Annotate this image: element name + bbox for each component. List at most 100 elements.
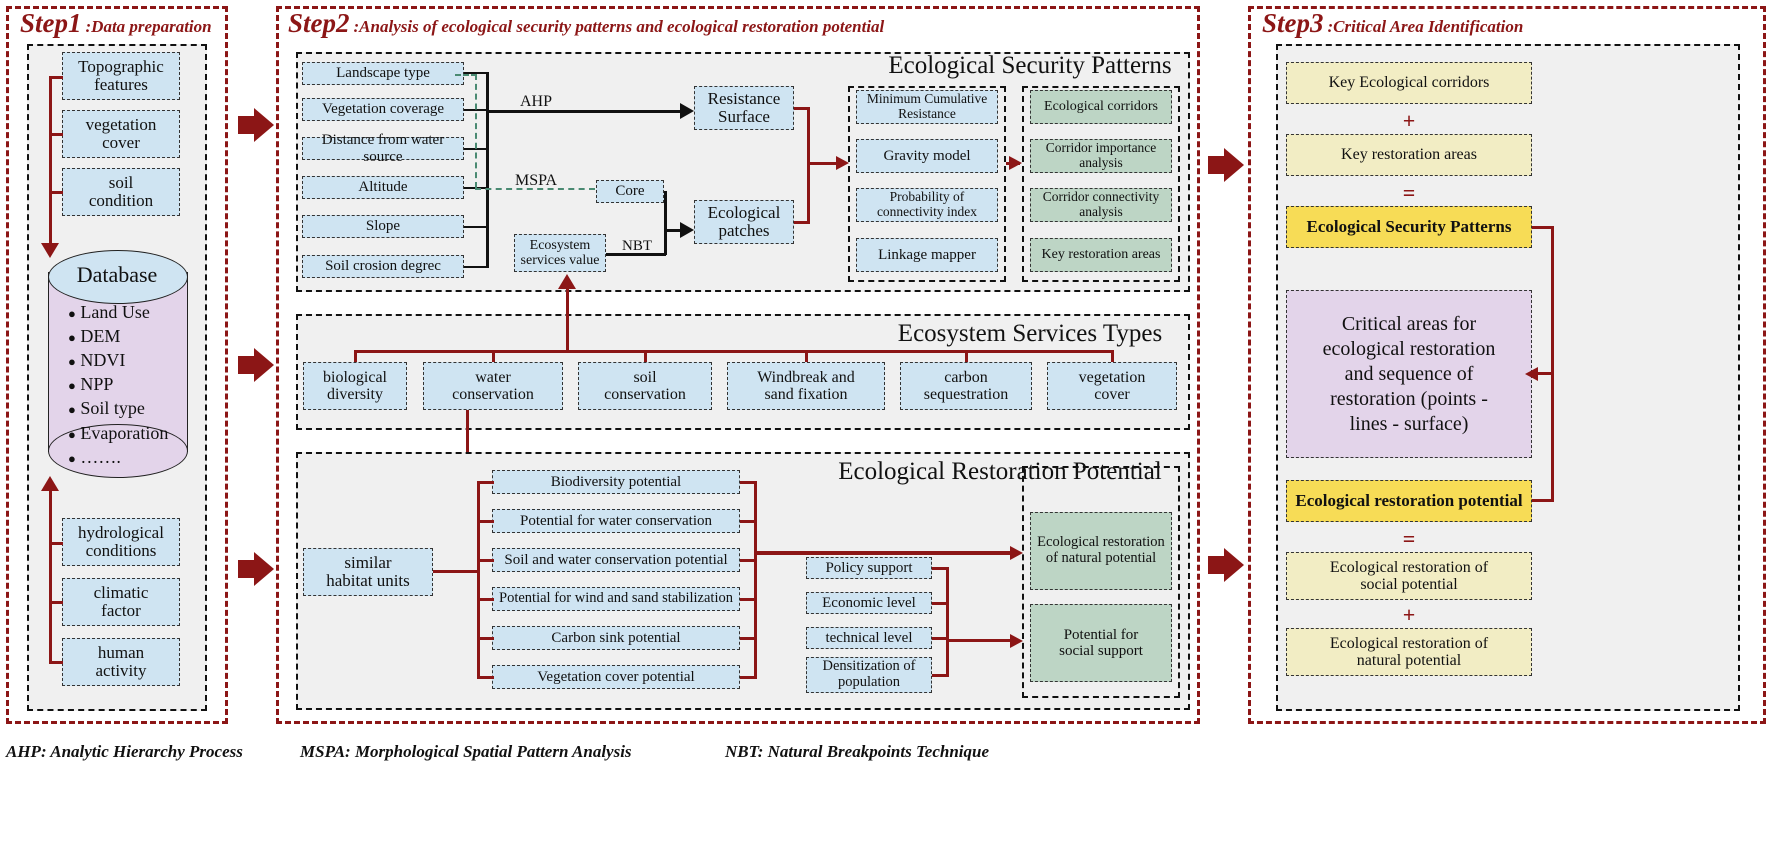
- social-stub-3: [932, 674, 949, 677]
- node-resistance-surface[interactable]: Resistance Surface: [694, 86, 794, 130]
- node-key-restoration-areas[interactable]: Key restoration areas: [1030, 238, 1172, 272]
- node-climatic-factor[interactable]: climatic factor: [62, 578, 180, 626]
- node-carbon-sink-potential[interactable]: Carbon sink potential: [492, 626, 740, 650]
- node-ecological-restoration-natural-potential-step3[interactable]: Ecological restoration of natural potent…: [1286, 628, 1532, 676]
- step3-frame: [1248, 6, 1766, 724]
- node-soil-erosion-degree[interactable]: Soil crosion degrec: [302, 255, 464, 278]
- node-gravity-model[interactable]: Gravity model: [856, 139, 998, 173]
- operator-equals-2: =: [1402, 526, 1416, 551]
- node-water-conservation[interactable]: water conservation: [423, 362, 563, 410]
- node-economic-level[interactable]: Economic level: [806, 592, 932, 614]
- node-vegetation-cover-service[interactable]: vegetation cover: [1047, 362, 1177, 410]
- node-critical-areas[interactable]: Critical areas for ecological restoratio…: [1286, 290, 1532, 458]
- node-potential-social-support[interactable]: Potential for social support: [1030, 604, 1172, 682]
- services-riser-2: [644, 350, 647, 362]
- node-technical-level[interactable]: technical level: [806, 627, 932, 649]
- database-items: ● Land Use ● DEM ● NDVI ● NPP ● Soil typ…: [68, 300, 168, 469]
- services-to-value-arrowhead: [558, 274, 576, 289]
- node-corridor-importance-analysis[interactable]: Corridor importance analysis: [1030, 139, 1172, 173]
- label-ahp: AHP: [520, 93, 553, 110]
- node-ecological-restoration-social-potential[interactable]: Ecological restoration of social potenti…: [1286, 552, 1532, 600]
- node-ecosystem-services-value[interactable]: Ecosystem services value: [514, 234, 606, 272]
- step1-title: Step1 :Data preparation: [20, 8, 212, 39]
- step2-title: Step2 :Analysis of ecological security p…: [288, 8, 884, 39]
- social-stub-2: [932, 637, 949, 640]
- restoration-panel-title: Ecological Restoration Potential: [838, 458, 1162, 485]
- node-key-ecological-corridors[interactable]: Key Ecological corridors: [1286, 62, 1532, 104]
- potentials-right-stub-2: [740, 559, 757, 562]
- operator-plus-2: +: [1402, 602, 1416, 627]
- patch-join: [664, 229, 667, 255]
- critical-areas-arrowhead: [1525, 367, 1538, 381]
- erp-to-critical-stub: [1532, 499, 1554, 502]
- factor-stub-5: [464, 266, 488, 268]
- esp-methods-subpanel: [848, 86, 1006, 282]
- node-linkage-mapper[interactable]: Linkage mapper: [856, 238, 998, 272]
- node-densitization-population[interactable]: Densitization of population: [806, 657, 932, 693]
- potentials-right-stub-4: [740, 637, 757, 640]
- step3-title: Step3 :Critical Area Identification: [1262, 8, 1523, 39]
- node-ecological-restoration-natural-potential[interactable]: Ecological restoration of natural potent…: [1030, 512, 1172, 590]
- node-key-restoration-areas-step3[interactable]: Key restoration areas: [1286, 134, 1532, 176]
- node-carbon-sequestration[interactable]: carbon sequestration: [900, 362, 1032, 410]
- to-ecological-patches: [664, 229, 684, 232]
- node-ecological-corridors[interactable]: Ecological corridors: [1030, 90, 1172, 124]
- node-distance-water-source[interactable]: Distance from water source: [302, 132, 464, 165]
- node-hydrological-conditions[interactable]: hydrological conditions: [62, 518, 180, 566]
- node-vegetation-cover-potential[interactable]: Vegetation cover potential: [492, 665, 740, 689]
- database-cylinder-bottom: [48, 424, 188, 478]
- database-item: ● Land Use: [68, 302, 150, 322]
- node-policy-support[interactable]: Policy support: [806, 557, 932, 579]
- potentials-left-stub-1: [477, 520, 494, 523]
- esp-to-critical-stub: [1532, 226, 1554, 229]
- node-probability-connectivity-index[interactable]: Probability of connectivity index: [856, 188, 998, 222]
- node-soil-condition[interactable]: soil condition: [62, 168, 180, 216]
- node-minimum-cumulative-resistance[interactable]: Minimum Cumulative Resistance: [856, 90, 998, 124]
- node-wind-sand-stabilization-potential[interactable]: Potential for wind and sand stabilizatio…: [492, 587, 740, 611]
- label-nbt: NBT: [622, 238, 652, 254]
- node-windbreak-sand-fixation[interactable]: Windbreak and sand fixation: [727, 362, 885, 410]
- arrowhead-to-database: [41, 243, 59, 258]
- node-soil-water-conservation-potential[interactable]: Soil and water conservation potential: [492, 548, 740, 572]
- footer-mspa: MSPA: Morphological Spatial Pattern Anal…: [300, 742, 632, 761]
- database-title: Database: [76, 262, 158, 287]
- node-slope[interactable]: Slope: [302, 215, 464, 238]
- node-topographic-features[interactable]: Topographic features: [62, 52, 180, 100]
- connector-human-stub: [49, 661, 63, 664]
- esp-merge-from-resistance: [794, 107, 810, 110]
- services-bus-horizontal: [354, 350, 1113, 353]
- node-vegetation-coverage[interactable]: Vegetation coverage: [302, 98, 464, 121]
- connector-topographic-stub: [49, 76, 63, 79]
- social-bus-vertical: [946, 567, 949, 675]
- node-ecological-restoration-potential-step3[interactable]: Ecological restoration potential: [1286, 480, 1532, 522]
- node-potential-water-conservation[interactable]: Potential for water conservation: [492, 509, 740, 533]
- esp-methods-arrowhead: [836, 156, 849, 170]
- footer-ahp: AHP: Analytic Hierarchy Process: [6, 742, 243, 761]
- database-item: ● NDVI: [68, 350, 126, 371]
- ahp-arrowhead: [680, 103, 694, 119]
- node-ecological-patches[interactable]: Ecological patches: [694, 200, 794, 244]
- factor-stub-4: [464, 226, 488, 228]
- node-ecological-security-patterns-step3[interactable]: Ecological Security Patterns: [1286, 206, 1532, 248]
- database-item: ● Soil type: [68, 398, 145, 419]
- node-human-activity[interactable]: human activity: [62, 638, 180, 686]
- node-altitude[interactable]: Altitude: [302, 176, 464, 199]
- operator-equals-1: =: [1402, 180, 1416, 205]
- esp-outputs-subpanel: [1022, 86, 1180, 282]
- database-cylinder-top: [48, 250, 188, 304]
- potentials-left-stub-3: [477, 598, 494, 601]
- factor-bus-vertical: [486, 72, 489, 268]
- node-landscape-type[interactable]: Landscape type: [302, 62, 464, 85]
- node-core[interactable]: Core: [596, 180, 664, 203]
- node-biological-diversity[interactable]: biological diversity: [303, 362, 407, 410]
- footer-nbt: NBT: Natural Breakpoints Technique: [725, 742, 990, 761]
- database-item: ● …….: [68, 446, 121, 467]
- node-soil-conservation[interactable]: soil conservation: [578, 362, 712, 410]
- node-similar-habitat-units[interactable]: similar habitat units: [303, 548, 433, 596]
- node-biodiversity-potential[interactable]: Biodiversity potential: [492, 470, 740, 494]
- social-stub-0: [932, 567, 949, 570]
- node-corridor-connectivity-analysis[interactable]: Corridor connectivity analysis: [1030, 188, 1172, 222]
- node-vegetation-cover[interactable]: vegetation cover: [62, 110, 180, 158]
- erp-to-critical-vertical: [1551, 372, 1554, 502]
